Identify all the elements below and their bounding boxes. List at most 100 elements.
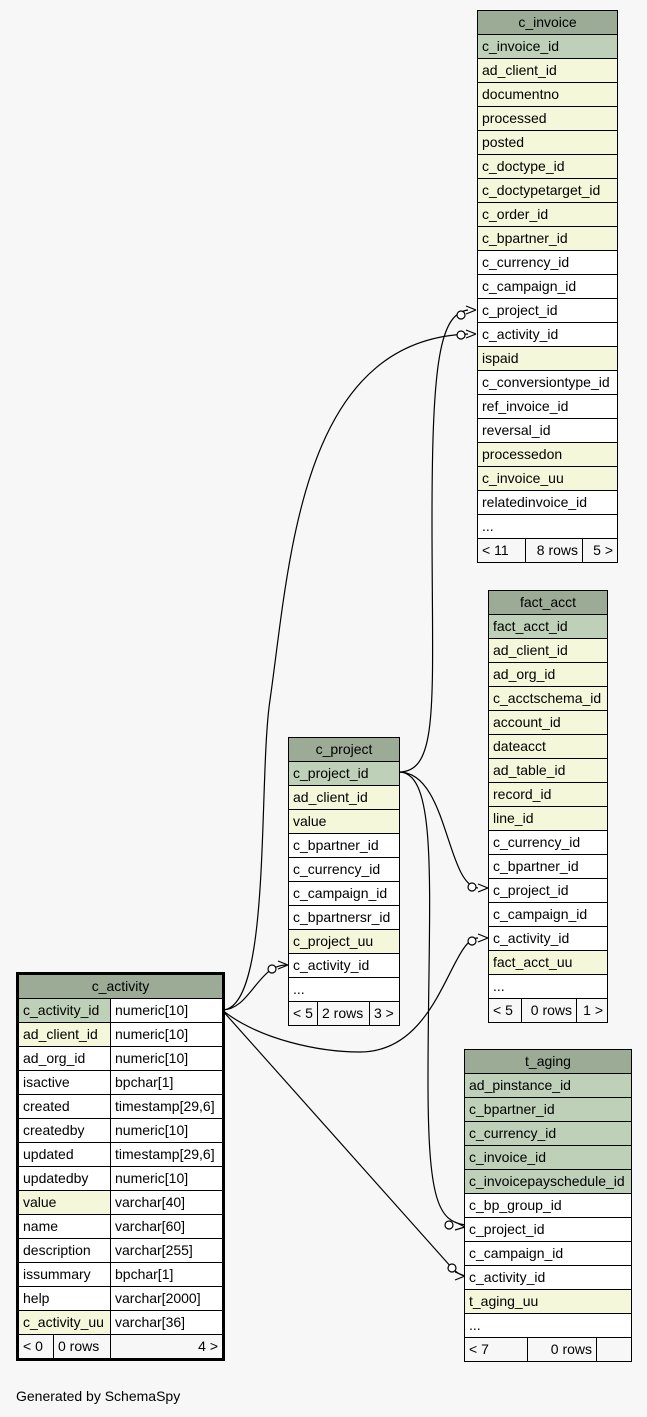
- table-row[interactable]: c_invoice_uu: [478, 467, 617, 491]
- table-row[interactable]: c_invoice_id: [478, 35, 617, 59]
- table-row[interactable]: c_bpartner_id: [465, 1098, 631, 1122]
- children-link[interactable]: [597, 1338, 631, 1361]
- table-row[interactable]: ispaid: [478, 347, 617, 371]
- table-row[interactable]: documentno: [478, 83, 617, 107]
- table-title[interactable]: t_aging: [465, 1050, 631, 1074]
- table-row[interactable]: fact_acct_id: [489, 615, 607, 639]
- table-row[interactable]: c_bpartner_id: [478, 227, 617, 251]
- table-row[interactable]: ad_pinstance_id: [465, 1074, 631, 1098]
- table-row[interactable]: ref_invoice_id: [478, 395, 617, 419]
- table-row[interactable]: c_currency_id: [465, 1122, 631, 1146]
- table-row[interactable]: c_project_id: [465, 1218, 631, 1242]
- table-row[interactable]: dateacct: [489, 735, 607, 759]
- table-row[interactable]: reversal_id: [478, 419, 617, 443]
- table-row[interactable]: ad_client_id: [289, 786, 399, 810]
- parents-link[interactable]: < 11: [478, 539, 526, 562]
- column-type: numeric[10]: [111, 999, 222, 1022]
- table-row[interactable]: c_project_uu: [289, 930, 399, 954]
- table-row[interactable]: c_project_id: [478, 299, 617, 323]
- table-row[interactable]: ad_org_id: [489, 663, 607, 687]
- table-row[interactable]: ...: [465, 1314, 631, 1338]
- edge-crowfoot: [454, 1271, 466, 1281]
- table-row[interactable]: c_currency_id: [478, 251, 617, 275]
- table-title[interactable]: c_activity: [19, 975, 222, 999]
- children-link[interactable]: 3 >: [374, 1005, 394, 1021]
- table-row[interactable]: ad_client_id: [489, 639, 607, 663]
- table-row[interactable]: value: [289, 810, 399, 834]
- table-row[interactable]: t_aging_uu: [465, 1290, 631, 1314]
- table-row[interactable]: c_conversiontype_id: [478, 371, 617, 395]
- table-title[interactable]: c_project: [289, 738, 399, 762]
- table-row[interactable]: c_project_id: [489, 879, 607, 903]
- table-row[interactable]: c_campaign_id: [465, 1242, 631, 1266]
- table-row[interactable]: fact_acct_uu: [489, 951, 607, 975]
- table-row[interactable]: line_id: [489, 807, 607, 831]
- parents-link[interactable]: < 5: [489, 999, 522, 1022]
- table-title[interactable]: c_invoice: [478, 11, 617, 35]
- table-row[interactable]: c_acctschema_id: [489, 687, 607, 711]
- table-row[interactable]: c_invoicepayschedule_id: [465, 1170, 631, 1194]
- table-row[interactable]: c_activity_id: [478, 323, 617, 347]
- table-row[interactable]: ...: [489, 975, 607, 999]
- table-row[interactable]: c_doctypetarget_id: [478, 179, 617, 203]
- table-row[interactable]: c_invoice_id: [465, 1146, 631, 1170]
- table-row[interactable]: relatedinvoice_id: [478, 491, 617, 515]
- table-row[interactable]: c_activity_id: [289, 954, 399, 978]
- parents-link[interactable]: < 5: [289, 1002, 318, 1025]
- parents-link[interactable]: < 7: [465, 1338, 528, 1361]
- table-row[interactable]: posted: [478, 131, 617, 155]
- table-t_aging[interactable]: t_aging ad_pinstance_id c_bpartner_id c_cu…: [464, 1049, 632, 1362]
- children-link[interactable]: 5 >: [593, 542, 613, 558]
- children-link[interactable]: 1 >: [583, 1002, 603, 1018]
- table-row[interactable]: c_currency_id: [289, 858, 399, 882]
- table-row[interactable]: account_id: [489, 711, 607, 735]
- edge-marker-circle: [467, 882, 477, 892]
- table-row[interactable]: c_campaign_id: [489, 903, 607, 927]
- table-row[interactable]: ...: [478, 515, 617, 539]
- table-row[interactable]: ad_table_id: [489, 759, 607, 783]
- table-row[interactable]: c_campaign_id: [478, 275, 617, 299]
- table-row[interactable]: c_campaign_id: [289, 882, 399, 906]
- table-row[interactable]: processed: [478, 107, 617, 131]
- table-row[interactable]: c_bpartner_id: [289, 834, 399, 858]
- column-name: dateacct: [493, 738, 546, 754]
- table-row[interactable]: ad_client_id: [478, 59, 617, 83]
- table-title[interactable]: fact_acct: [489, 591, 607, 615]
- table-row[interactable]: c_project_id: [289, 762, 399, 786]
- table-row[interactable]: c_bpartner_id: [489, 855, 607, 879]
- row-count: 0 rows: [522, 999, 577, 1022]
- edge-activity-project: [221, 964, 287, 1011]
- table-row[interactable]: c_doctype_id: [478, 155, 617, 179]
- table-row[interactable]: processedon: [478, 443, 617, 467]
- table-row[interactable]: record_id: [489, 783, 607, 807]
- children-link[interactable]: 4 >: [198, 1338, 218, 1354]
- table-row[interactable]: c_activity_id: [465, 1266, 631, 1290]
- column-name: c_bpartner_id: [469, 1101, 555, 1117]
- table-row[interactable]: c_order_id: [478, 203, 617, 227]
- table-row[interactable]: c_currency_id: [489, 831, 607, 855]
- table-row[interactable]: c_bpartnersr_id: [289, 906, 399, 930]
- column-type: numeric[10]: [111, 1167, 222, 1190]
- table-row[interactable]: ...: [289, 978, 399, 1002]
- parents-link[interactable]: < 0: [19, 1335, 54, 1358]
- table-row[interactable]: c_activity_id: [489, 927, 607, 951]
- table-row[interactable]: c_bp_group_id: [465, 1194, 631, 1218]
